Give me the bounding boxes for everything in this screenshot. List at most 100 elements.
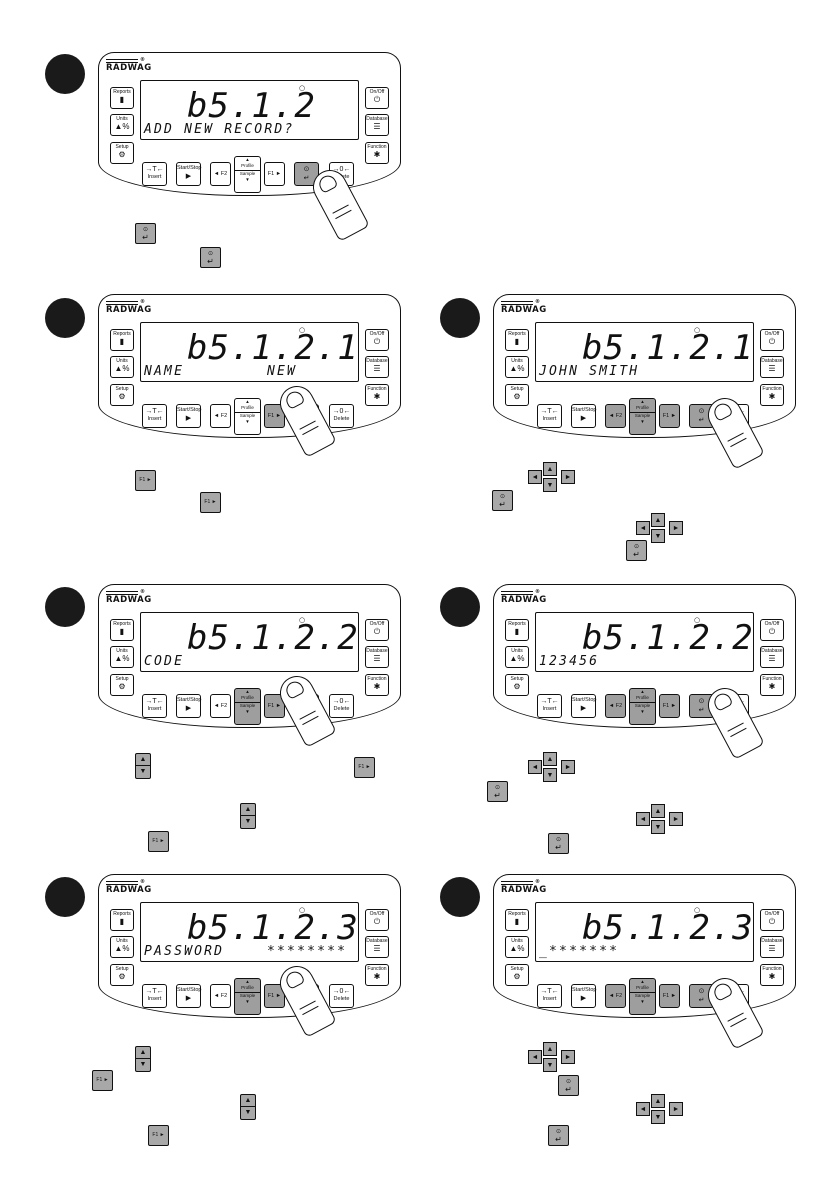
tare-insert-button[interactable]: →T←Insert bbox=[142, 984, 167, 1008]
sample-label: Sample bbox=[235, 702, 260, 709]
start-stop-button[interactable]: Start/Stop▶ bbox=[176, 984, 201, 1008]
reports-button[interactable]: Reports▮ bbox=[110, 87, 134, 109]
units-button[interactable]: Units▲% bbox=[505, 646, 529, 668]
reports-button[interactable]: Reports▮ bbox=[110, 909, 134, 931]
sample-label: Sample bbox=[630, 992, 655, 999]
zero-delete-button[interactable]: →0←Delete bbox=[329, 404, 354, 428]
tare-insert-button[interactable]: →T←Insert bbox=[537, 984, 562, 1008]
units-button[interactable]: Units▲% bbox=[505, 936, 529, 958]
units-button[interactable]: Units▲% bbox=[110, 114, 134, 136]
logo-mark: ® bbox=[140, 299, 146, 305]
f2-button[interactable]: ◄ F2 bbox=[210, 694, 231, 718]
delete-label: Delete bbox=[333, 706, 350, 712]
function-button[interactable]: Function✱ bbox=[760, 384, 784, 406]
start-stop-button[interactable]: Start/Stop▶ bbox=[176, 404, 201, 428]
on-off-button[interactable]: On/Off⏻ bbox=[760, 619, 784, 641]
setup-button[interactable]: Setup⚙ bbox=[505, 384, 529, 406]
down-arrow-icon: ▼ bbox=[245, 177, 250, 182]
function-button[interactable]: Function✱ bbox=[365, 674, 389, 696]
up-arrow-icon: ▲ bbox=[640, 399, 645, 404]
on-off-button[interactable]: On/Off⏻ bbox=[760, 909, 784, 931]
f1-button[interactable]: F1 ► bbox=[264, 162, 285, 186]
tare-insert-button[interactable]: →T←Insert bbox=[142, 694, 167, 718]
function-button[interactable]: Function✱ bbox=[365, 384, 389, 406]
database-button[interactable]: Database☰ bbox=[760, 646, 784, 668]
setup-button[interactable]: Setup⚙ bbox=[110, 384, 134, 406]
on-off-button[interactable]: On/Off⏻ bbox=[365, 909, 389, 931]
tare-insert-button[interactable]: →T←Insert bbox=[537, 404, 562, 428]
units-button[interactable]: Units▲% bbox=[110, 356, 134, 378]
reports-button-label: Reports bbox=[113, 621, 131, 627]
radwag-logo: RADWAG® bbox=[501, 879, 547, 895]
gear-icon: ⚙ bbox=[118, 392, 126, 401]
on-off-button[interactable]: On/Off⏻ bbox=[365, 619, 389, 641]
start-stop-button[interactable]: Start/Stop▶ bbox=[176, 162, 201, 186]
setup-button[interactable]: Setup⚙ bbox=[110, 964, 134, 986]
zero-delete-button[interactable]: →0←Delete bbox=[329, 694, 354, 718]
enter-key-icon: ⊙↵ bbox=[548, 1125, 569, 1146]
f1-label: F1 ► bbox=[267, 171, 282, 177]
function-button[interactable]: Function✱ bbox=[365, 964, 389, 986]
tare-insert-button[interactable]: →T←Insert bbox=[142, 404, 167, 428]
database-button[interactable]: Database☰ bbox=[365, 356, 389, 378]
setup-button[interactable]: Setup⚙ bbox=[110, 142, 134, 164]
database-button[interactable]: Database☰ bbox=[365, 646, 389, 668]
units-button[interactable]: Units▲% bbox=[505, 356, 529, 378]
arrow-key: ► bbox=[561, 760, 575, 774]
database-button[interactable]: Database☰ bbox=[365, 114, 389, 136]
print-icon: ⊙ bbox=[698, 988, 705, 995]
start-stop-button[interactable]: Start/Stop▶ bbox=[571, 694, 596, 718]
reports-button[interactable]: Reports▮ bbox=[505, 909, 529, 931]
setup-button[interactable]: Setup⚙ bbox=[505, 674, 529, 696]
start-stop-button[interactable]: Start/Stop▶ bbox=[571, 404, 596, 428]
units-button[interactable]: Units▲% bbox=[110, 646, 134, 668]
f2-button[interactable]: ◄ F2 bbox=[605, 984, 626, 1008]
zero-delete-button[interactable]: →0←Delete bbox=[329, 984, 354, 1008]
tare-insert-button[interactable]: →T←Insert bbox=[537, 694, 562, 718]
setup-button[interactable]: Setup⚙ bbox=[505, 964, 529, 986]
function-button[interactable]: Function✱ bbox=[365, 142, 389, 164]
setup-button-label: Setup bbox=[115, 144, 129, 150]
function-button[interactable]: Function✱ bbox=[760, 674, 784, 696]
units-button[interactable]: Units▲% bbox=[110, 936, 134, 958]
reports-button[interactable]: Reports▮ bbox=[110, 329, 134, 351]
f1-label: F1 ► bbox=[662, 993, 677, 999]
f1-button[interactable]: F1 ► bbox=[659, 694, 680, 718]
f1-button[interactable]: F1 ► bbox=[659, 404, 680, 428]
tare-symbol: →T← bbox=[145, 166, 164, 173]
start-stop-button[interactable]: Start/Stop▶ bbox=[571, 984, 596, 1008]
f2-button[interactable]: ◄ F2 bbox=[605, 404, 626, 428]
reports-button[interactable]: Reports▮ bbox=[505, 329, 529, 351]
reports-button-label: Reports bbox=[113, 911, 131, 917]
f2-button[interactable]: ◄ F2 bbox=[605, 694, 626, 718]
setup-button[interactable]: Setup⚙ bbox=[110, 674, 134, 696]
zero-symbol: →0← bbox=[332, 698, 351, 705]
on-off-button[interactable]: On/Off⏻ bbox=[760, 329, 784, 351]
zero-symbol: →0← bbox=[332, 166, 351, 173]
function-button[interactable]: Function✱ bbox=[760, 964, 784, 986]
on-off-button-label: On/Off bbox=[369, 621, 385, 627]
database-button[interactable]: Database☰ bbox=[760, 356, 784, 378]
database-button[interactable]: Database☰ bbox=[365, 936, 389, 958]
tare-insert-button[interactable]: →T←Insert bbox=[142, 162, 167, 186]
f2-button[interactable]: ◄ F2 bbox=[210, 404, 231, 428]
on-off-button[interactable]: On/Off⏻ bbox=[365, 329, 389, 351]
down-arrow-icon: ▼ bbox=[245, 419, 250, 424]
down-arrow: ▼ bbox=[241, 815, 255, 827]
database-button[interactable]: Database☰ bbox=[760, 936, 784, 958]
f2-button[interactable]: ◄ F2 bbox=[210, 984, 231, 1008]
power-icon: ⏻ bbox=[768, 917, 776, 926]
on-off-button[interactable]: On/Off⏻ bbox=[365, 87, 389, 109]
reports-button[interactable]: Reports▮ bbox=[505, 619, 529, 641]
f1-button[interactable]: F1 ► bbox=[659, 984, 680, 1008]
start-stop-button[interactable]: Start/Stop▶ bbox=[176, 694, 201, 718]
f2-button[interactable]: ◄ F2 bbox=[210, 162, 231, 186]
reports-button[interactable]: Reports▮ bbox=[110, 619, 134, 641]
